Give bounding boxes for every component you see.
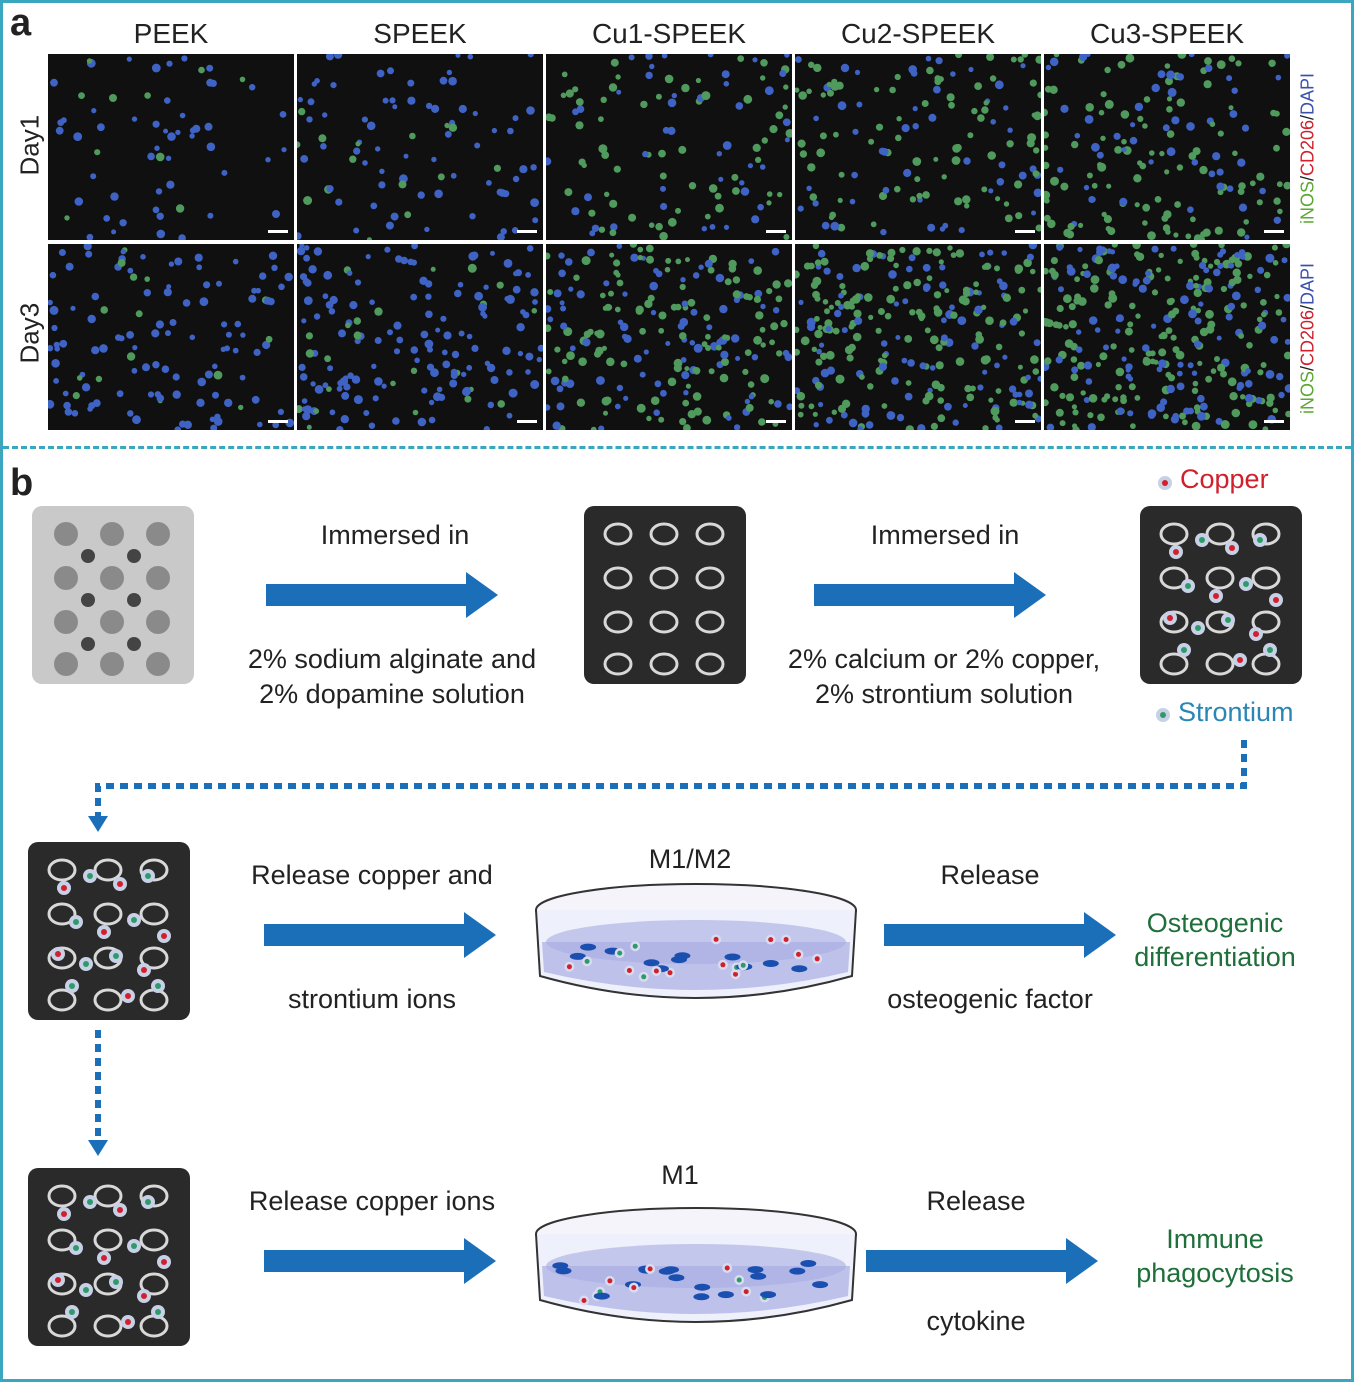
stain-sep: /: [1297, 366, 1318, 372]
micrograph-0-0: [48, 54, 294, 240]
step2-bottom-line1: 2% calcium or 2% copper,: [787, 644, 1101, 674]
outcome-osteogenic-line2: differentiation: [1134, 942, 1296, 972]
outcome-immune-line2: phagocytosis: [1136, 1258, 1294, 1288]
row2-release2-bottom: osteogenic factor: [887, 984, 1093, 1014]
strontium-dot-icon: [1156, 708, 1170, 722]
column-header-peek: PEEK: [133, 18, 209, 49]
row2-arrow2: [884, 912, 1116, 958]
step2-top-text: Immersed in: [870, 520, 1020, 550]
petri-dish-m1: [535, 1207, 857, 1323]
stain-inos: iNOS: [1297, 181, 1318, 225]
micrograph-1-2: [546, 244, 792, 430]
micrograph-1-0: [48, 244, 294, 430]
micrograph-1-1: [297, 244, 543, 430]
panel-divider: [3, 446, 1351, 449]
row3-release2-top: Release: [926, 1186, 1026, 1216]
step2-bottom-line2: 2% strontium solution: [814, 679, 1074, 709]
stain-cd206: CD206: [1297, 119, 1318, 177]
scaffold-image-row3: [28, 1168, 190, 1346]
micrograph-1-3: [795, 244, 1041, 430]
stain-sep: /: [1297, 114, 1318, 120]
row2-release-bottom: strontium ions: [287, 984, 457, 1014]
column-header-speek: SPEEK: [373, 18, 467, 49]
step1-top-text: Immersed in: [320, 520, 470, 550]
legend-strontium-label: Strontium: [1178, 697, 1294, 727]
row3-arrow2: [866, 1238, 1098, 1284]
dotted-connector-top: [88, 740, 1247, 832]
row2-arrow1: [264, 912, 496, 958]
ion-loaded-scaffold-image: [1140, 506, 1302, 684]
micrograph-1-4: [1044, 244, 1290, 430]
stain-dapi: DAPI: [1297, 262, 1318, 305]
micrograph-0-2: [546, 54, 792, 240]
dotted-connector-bottom: [88, 1030, 108, 1156]
stain-sep: /: [1297, 176, 1318, 182]
step1-bottom-line2: 2% dopamine solution: [259, 679, 525, 709]
row2-dish-label: M1/M2: [648, 844, 732, 874]
stain-sep: /: [1297, 304, 1318, 310]
coated-scaffold-image: [584, 506, 746, 684]
column-header-cu1-speek: Cu1-SPEEK: [591, 18, 747, 49]
scaffold-image-row2: [28, 842, 190, 1020]
legend-copper-label: Copper: [1180, 464, 1269, 494]
stain-label-day3: iNOS/CD206/DAPI: [1298, 259, 1319, 419]
micrograph-0-3: [795, 54, 1041, 240]
row3-release2-bottom: cytokine: [926, 1306, 1026, 1336]
step1-arrow: [266, 572, 498, 618]
row2-release2-top: Release: [940, 860, 1040, 890]
stain-inos: iNOS: [1297, 371, 1318, 415]
step1-bottom-line1: 2% sodium alginate and: [247, 644, 537, 674]
petri-dish-m1m2: [535, 883, 857, 999]
row3-release-top: Release copper ions: [248, 1186, 496, 1216]
stain-dapi: DAPI: [1297, 72, 1318, 115]
row-header-day3: Day3: [14, 302, 45, 364]
outcome-osteogenic-line1: Osteogenic: [1146, 908, 1284, 938]
row3-dish-label: M1: [661, 1160, 699, 1190]
panel-a-label: a: [10, 2, 32, 44]
column-header-cu3-speek: Cu3-SPEEK: [1089, 18, 1245, 49]
micrograph-0-4: [1044, 54, 1290, 240]
outcome-immune-line1: Immune: [1166, 1224, 1264, 1254]
panel-b-label: b: [10, 462, 34, 504]
row-header-day1: Day1: [14, 114, 45, 176]
step2-arrow: [814, 572, 1046, 618]
peek-scaffold-image: [32, 506, 194, 684]
row2-release-top: Release copper and: [251, 860, 493, 890]
stain-label-day1: iNOS/CD206/DAPI: [1298, 69, 1319, 229]
micrograph-0-1: [297, 54, 543, 240]
stain-cd206: CD206: [1297, 309, 1318, 367]
copper-dot-icon: [1158, 476, 1172, 490]
row3-arrow1: [264, 1238, 496, 1284]
column-header-cu2-speek: Cu2-SPEEK: [840, 18, 996, 49]
